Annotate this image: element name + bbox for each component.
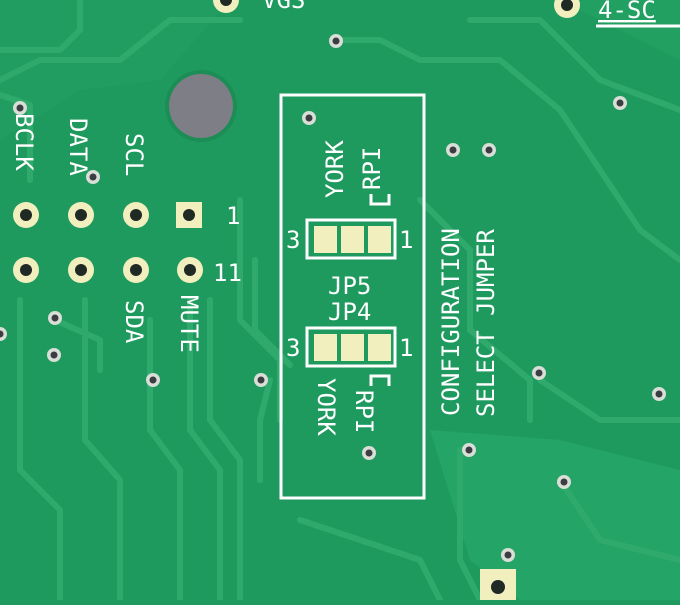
- jp4-rpi-bracket: [369, 374, 391, 386]
- pad-bclk-bottom: [13, 257, 39, 283]
- mounting-hole: [165, 70, 237, 142]
- via: [13, 101, 27, 115]
- jp4-pad-2: [341, 334, 364, 361]
- header-pads: [13, 0, 580, 605]
- jp5-pad-1: [368, 226, 391, 253]
- via: [501, 548, 515, 562]
- jp4-rpi-label: RPI: [350, 390, 378, 433]
- jp4-pin-left: 3: [286, 334, 300, 362]
- vias: [0, 34, 666, 562]
- jp4: JP4 3 1 YORK RPI: [286, 298, 413, 436]
- jp5-rpi-label: RPI: [358, 147, 386, 190]
- via: [0, 327, 7, 341]
- jp5-pin-right: 1: [399, 226, 413, 254]
- label-pin11: 11: [213, 259, 242, 287]
- pad-top-right: [554, 0, 580, 18]
- pad-pin11: [177, 257, 203, 283]
- pad-bclk-top: [13, 202, 39, 228]
- via: [302, 111, 316, 125]
- config-line-2: SELECT JUMPER: [472, 229, 500, 417]
- pad-pin1: [176, 202, 202, 228]
- jp5-york-label: YORK: [321, 140, 349, 198]
- label-data: DATA: [64, 118, 92, 176]
- via: [557, 475, 571, 489]
- top-label: VGS: [262, 0, 305, 14]
- jp4-pad-3: [314, 334, 337, 361]
- jp5: YORK RPI 3 1 JP5: [286, 140, 413, 300]
- label-scl: SCL: [120, 133, 148, 176]
- via: [48, 311, 62, 325]
- pad-bottom: [480, 569, 516, 605]
- via: [254, 373, 268, 387]
- via: [652, 387, 666, 401]
- pad-scl: [123, 202, 149, 228]
- label-mute: MUTE: [175, 295, 203, 353]
- via: [482, 143, 496, 157]
- top-right-label: 4-SC: [598, 0, 656, 24]
- jp4-pad-1: [368, 334, 391, 361]
- via: [146, 373, 160, 387]
- jp5-name: JP5: [328, 272, 371, 300]
- jp5-pad-3: [314, 226, 337, 253]
- pad-sda: [123, 257, 149, 283]
- via: [362, 446, 376, 460]
- label-pin1: 1: [226, 202, 240, 230]
- jumper-outline: [279, 93, 426, 500]
- label-bclk: BCLK: [10, 113, 38, 171]
- jp4-name: JP4: [328, 298, 371, 326]
- jp4-pin-right: 1: [399, 334, 413, 362]
- jp4-york-label: YORK: [312, 378, 340, 436]
- via: [47, 348, 61, 362]
- via: [329, 34, 343, 48]
- pad-top-edge: [213, 0, 239, 13]
- label-sda: SDA: [120, 300, 148, 344]
- config-line-1: CONFIGURATION: [437, 228, 465, 416]
- via: [446, 143, 460, 157]
- via: [462, 443, 476, 457]
- pad-data-top: [68, 202, 94, 228]
- jp5-pin-left: 3: [286, 226, 300, 254]
- via: [613, 96, 627, 110]
- jp5-pad-2: [341, 226, 364, 253]
- pad-data-bottom: [68, 257, 94, 283]
- jp5-rpi-bracket: [369, 194, 391, 206]
- via: [532, 366, 546, 380]
- via: [86, 170, 100, 184]
- jp5-body: [305, 218, 397, 260]
- jp4-body: [305, 326, 397, 368]
